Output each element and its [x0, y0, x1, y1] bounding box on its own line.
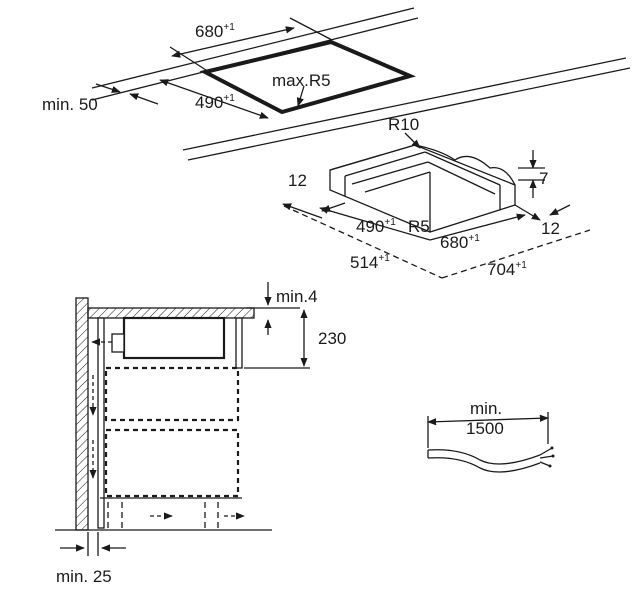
wall	[75, 297, 89, 531]
cable-length-label-line1: min.	[470, 399, 502, 418]
cable-length-label-line2: 1500	[466, 419, 504, 438]
outer-width-label: 704+1	[487, 260, 527, 279]
installation-height-label: 230	[318, 329, 346, 348]
edge-min-label: min. 50	[42, 95, 98, 114]
inner-width-label: 680+1	[440, 233, 480, 252]
step-height-label: 7	[539, 169, 548, 188]
cutout-profile-view: R10 7 12 12 490+1 R5 680+1 514+1 704+1	[282, 115, 591, 279]
inner-radius-label: R5	[408, 217, 430, 236]
right-rim-label: 12	[541, 219, 560, 238]
top-gap-label: min.4	[276, 287, 318, 306]
outer-radius-label: R10	[388, 115, 419, 134]
cutout-width-label: 680+1	[195, 22, 235, 41]
cutout-depth-label: 490+1	[195, 93, 235, 112]
worktop-cutout-view: 680+1 490+1 max.R5 min. 50	[42, 7, 631, 161]
inner-depth-label: 490+1	[356, 217, 396, 236]
wall-gap-label: min. 25	[56, 567, 112, 586]
cable-view: min. 1500	[427, 399, 555, 473]
hob-body	[122, 316, 226, 360]
outer-depth-label: 514+1	[350, 253, 390, 272]
cutout-radius-label: max.R5	[272, 71, 331, 90]
left-rim-label: 12	[288, 171, 307, 190]
cabinet-section-view: min.4 230 min. 25	[55, 282, 346, 586]
worktop-section	[87, 307, 255, 319]
